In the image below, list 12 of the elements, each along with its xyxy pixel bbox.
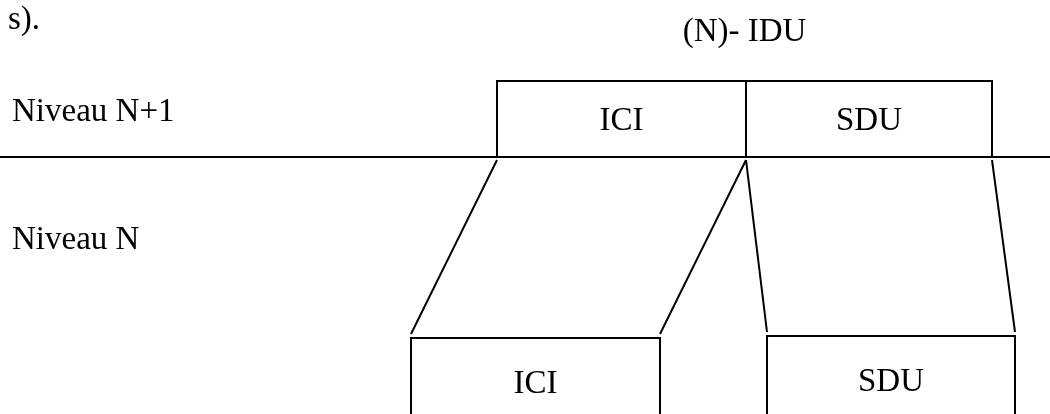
layer-label: Niveau N [12,222,140,255]
connector-line [659,159,747,335]
connector-line [991,159,1016,333]
text-fragment: s). [8,2,41,35]
heading: (N)- IDU [682,14,807,47]
field-box: ICI [496,80,747,158]
layer-label: Niveau N+1 [12,94,175,127]
connector-line [745,159,768,333]
field-box: SDU [745,80,993,158]
connector-line [410,159,498,335]
field-box: ICI [410,337,661,414]
field-box: SDU [766,335,1016,414]
